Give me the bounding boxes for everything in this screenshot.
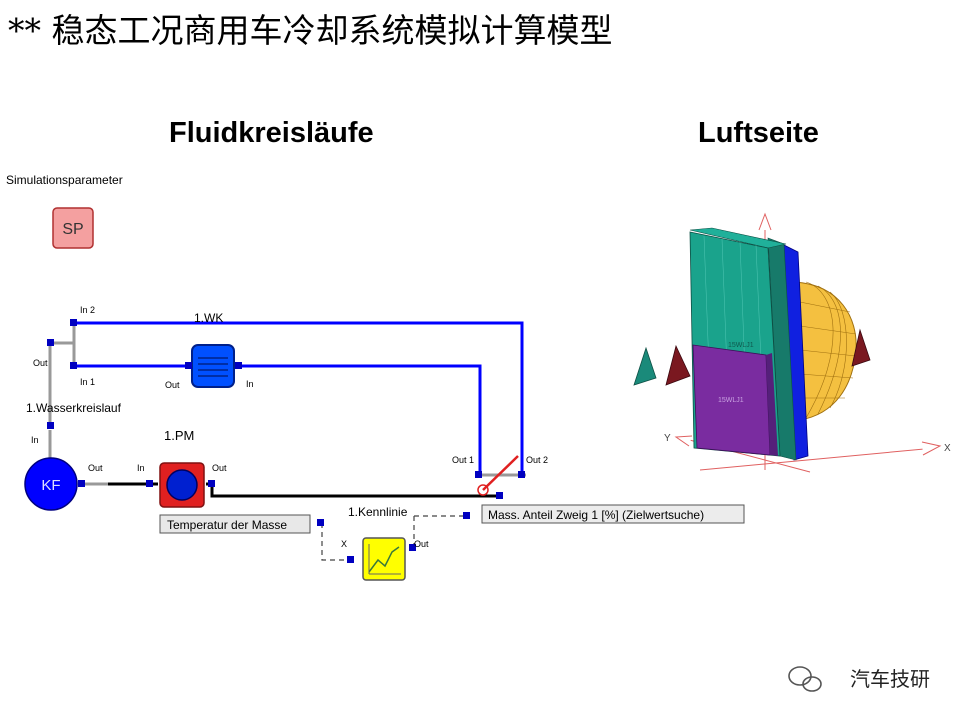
face-label-2: 15WLJ1: [718, 397, 744, 404]
circuit-label: 1.Wasserkreislauf: [26, 401, 122, 415]
air-side-3d-view: Y X: [633, 212, 951, 473]
cone-teal: [633, 346, 657, 386]
port-pm-in: In: [137, 463, 145, 473]
port-in-circuit: In: [31, 435, 39, 445]
pm-mass-block[interactable]: [159, 462, 205, 508]
axis-y-label: Y: [664, 433, 671, 444]
port-in2: In 2: [80, 305, 95, 315]
port-in1: In 1: [80, 377, 95, 387]
port-squares: [47, 319, 525, 563]
heading-air-side: Luftseite: [698, 117, 819, 149]
temperature-output-box[interactable]: Temperatur der Masse: [159, 514, 311, 534]
valve-icon[interactable]: [477, 484, 489, 496]
slide-title: ** 稳态工况商用车冷却系统模拟计算模型: [8, 11, 613, 50]
port-out1: Out 1: [452, 455, 474, 465]
sp-block-label: SP: [62, 221, 83, 238]
watermark-text: 汽车技研: [850, 667, 930, 691]
signal-wires: [321, 515, 466, 561]
valve-actuator-line: [482, 455, 519, 491]
radiator-top-face: [689, 227, 787, 249]
wechat-icon: [788, 666, 822, 692]
heading-fluid-circuits: Fluidkreisläufe: [169, 117, 374, 149]
mass-fraction-output-label: Mass. Anteil Zweig 1 [%] (Zielwertsuche): [488, 508, 704, 522]
port-kl-out: Out: [414, 539, 429, 549]
cone-dark-red-right: [851, 328, 871, 367]
kennlinie-block[interactable]: [362, 537, 406, 581]
wk-radiator-block[interactable]: [191, 344, 235, 388]
port-kl-x: X: [341, 539, 347, 549]
charge-air-cooler: 15WLJ1: [692, 344, 778, 456]
kennlinie-label: 1.Kennlinie: [348, 505, 408, 519]
port-kf-out: Out: [88, 463, 103, 473]
port-out-split: Out: [33, 358, 48, 368]
port-out2: Out 2: [526, 455, 548, 465]
mass-fraction-output-box[interactable]: Mass. Anteil Zweig 1 [%] (Zielwertsuche): [481, 504, 745, 524]
kf-pump-block[interactable]: KF: [24, 457, 78, 511]
coolant-wires: [74, 321, 524, 475]
axis-x-label: X: [944, 443, 951, 454]
port-wk-out: Out: [165, 380, 180, 390]
pm-label: 1.PM: [164, 428, 194, 443]
port-wk-in: In: [246, 379, 254, 389]
port-pm-out: Out: [212, 463, 227, 473]
wk-label: 1.WK: [194, 311, 223, 325]
kf-block-label: KF: [41, 477, 60, 494]
face-label-1: 15WLJ1: [728, 342, 754, 349]
cone-dark-red-left: [665, 344, 691, 386]
temperature-output-label: Temperatur der Masse: [167, 518, 287, 532]
sim-params-label: Simulationsparameter: [6, 173, 123, 187]
sp-block[interactable]: SP: [52, 207, 94, 249]
